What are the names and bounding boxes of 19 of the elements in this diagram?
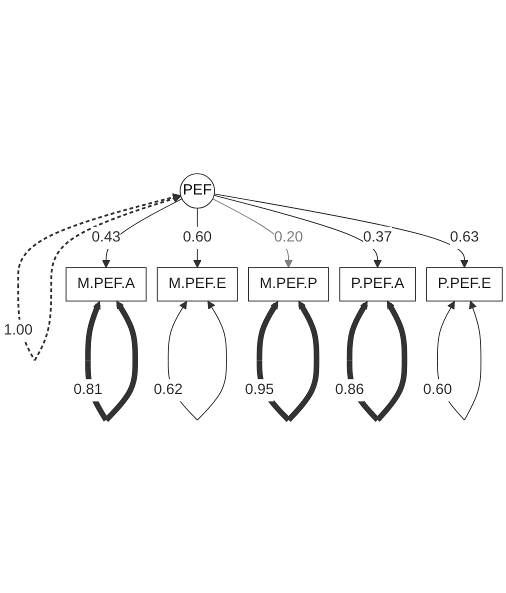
edge-label: 0.60 bbox=[423, 381, 452, 398]
edge-label: 1.00 bbox=[4, 322, 33, 338]
edge-label: 0.20 bbox=[274, 229, 304, 245]
edge-label: 0.81 bbox=[73, 381, 102, 398]
edge-label: 0.60 bbox=[182, 229, 212, 245]
node-box: M.PEF.P bbox=[248, 266, 330, 302]
edge-label: 0.63 bbox=[450, 229, 479, 245]
node-box: P.PEF.A bbox=[339, 266, 416, 302]
edge-label: 0.43 bbox=[92, 229, 121, 245]
arrow bbox=[214, 193, 468, 268]
edge-label: 0.62 bbox=[154, 381, 183, 398]
node-circle: PEF bbox=[180, 172, 216, 208]
edge-label: 0.37 bbox=[363, 229, 392, 245]
node-box: P.PEF.E bbox=[426, 266, 503, 302]
edge-label: 0.86 bbox=[335, 381, 364, 398]
node-box: M.PEF.E bbox=[156, 266, 238, 302]
arrow bbox=[214, 194, 382, 268]
edge-label: 0.95 bbox=[245, 381, 274, 398]
node-box: M.PEF.A bbox=[66, 266, 147, 302]
